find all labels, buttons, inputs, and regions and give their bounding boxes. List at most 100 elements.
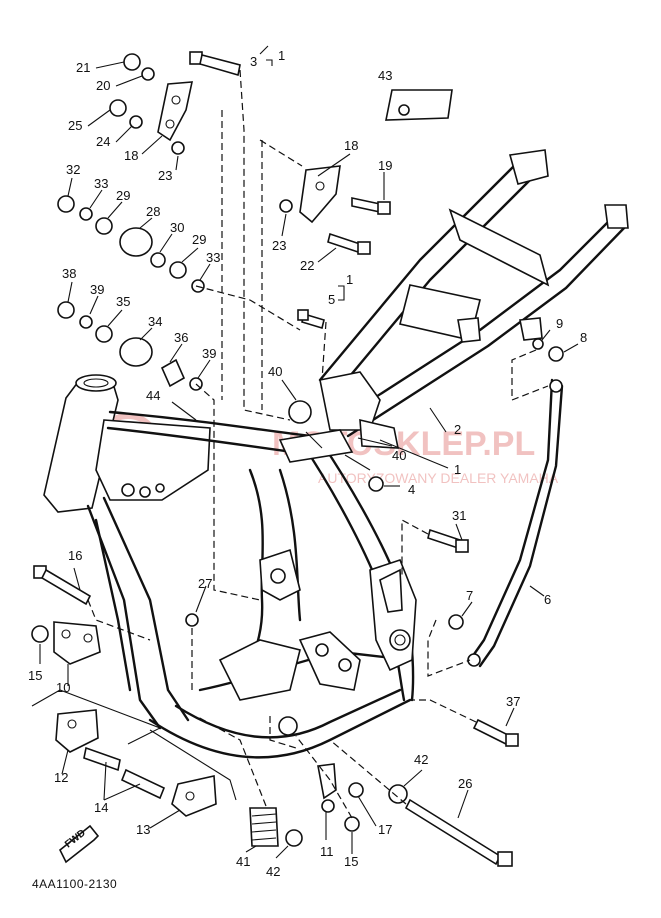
- callout-35: 35: [116, 294, 130, 309]
- bolt-16: [40, 568, 92, 606]
- callout-2: 2: [454, 422, 461, 437]
- lower-center-hardware: [185, 613, 513, 867]
- callout-44: 44: [146, 388, 160, 403]
- callout-18-left: 18: [124, 148, 138, 163]
- washer-33: [79, 207, 93, 221]
- callout-42-right: 42: [414, 752, 428, 767]
- callout-12: 12: [54, 770, 68, 785]
- callout-33: 33: [94, 176, 108, 191]
- nut-38: [57, 301, 75, 319]
- callout-labels: 21 20 3 1 43 25 24 18 23 18 19 32 33 29 …: [28, 48, 587, 879]
- callout-22: 22: [300, 258, 314, 273]
- bracket-18-left: [157, 81, 194, 142]
- callout-26: 26: [458, 776, 472, 791]
- bolt-14a: [83, 746, 121, 772]
- plate-12: [55, 709, 99, 753]
- callout-19: 19: [378, 158, 392, 173]
- bolt-14b: [120, 768, 166, 800]
- subframe-cross-member: [448, 208, 550, 287]
- callout-9: 9: [556, 316, 563, 331]
- callout-11: 11: [320, 844, 334, 859]
- callout-20: 20: [96, 78, 110, 93]
- nut-15b: [344, 816, 360, 832]
- callout-23-left: 23: [158, 168, 172, 183]
- collar-42a: [388, 784, 408, 804]
- callout-29b: 29: [192, 232, 206, 247]
- callout-39b: 39: [202, 346, 216, 361]
- bolt-27: [185, 613, 199, 627]
- pivot-collar: [278, 716, 298, 736]
- callout-17: 17: [378, 822, 392, 837]
- callout-38: 38: [62, 266, 76, 281]
- main-frame: [43, 374, 417, 759]
- drawing-code: 4AA1100-2130: [32, 877, 117, 891]
- washer-20: [141, 67, 155, 81]
- nut-25: [109, 99, 127, 117]
- nut-32: [57, 195, 75, 213]
- callout-15-bottom: 15: [344, 854, 358, 869]
- watermark-sub-text: AUTORYZOWANY DEALER YAMAHA: [318, 470, 559, 486]
- spring-41: [249, 807, 279, 847]
- callout-32: 32: [66, 162, 80, 177]
- callout-29: 29: [116, 188, 130, 203]
- engine-mount-bracket: [298, 631, 361, 691]
- upper-mount-hardware: [57, 51, 241, 391]
- callout-43: 43: [378, 68, 392, 83]
- plate-10: [53, 621, 101, 665]
- lower-left-hardware: FWD: [31, 565, 217, 864]
- bolt-8: [548, 346, 564, 362]
- subframe-rear-bracket: [508, 149, 549, 185]
- steering-head-top: [75, 374, 117, 392]
- fwd-arrow-icon: FWD: [58, 824, 100, 864]
- bracket-18-right: [299, 165, 341, 224]
- callout-28: 28: [146, 204, 160, 219]
- callout-ticks: [39, 45, 579, 859]
- callout-34: 34: [148, 314, 162, 329]
- damper-28: [119, 227, 153, 257]
- bolt-37: [472, 718, 512, 746]
- callout-30: 30: [170, 220, 184, 235]
- rear-subframe: [278, 149, 629, 463]
- washer-39: [79, 315, 93, 329]
- washer-9: [532, 338, 544, 350]
- callout-1-bottom: 1: [454, 462, 461, 477]
- collar-29: [95, 217, 113, 235]
- bolt-22: [327, 232, 361, 254]
- callout-8: 8: [580, 330, 587, 345]
- callout-16: 16: [68, 548, 82, 563]
- side-rail: [467, 378, 564, 668]
- collar-30: [150, 252, 166, 268]
- washer-24: [129, 115, 143, 129]
- washer-23-right: [279, 199, 293, 213]
- callout-6: 6: [544, 592, 551, 607]
- callout-18-right: 18: [344, 138, 358, 153]
- collar-36: [160, 358, 186, 388]
- front-gusset-plate: [95, 419, 211, 501]
- callout-39: 39: [90, 282, 104, 297]
- bracket-11: [317, 763, 337, 800]
- bolt-19: [351, 197, 381, 213]
- callout-40-top: 40: [268, 364, 282, 379]
- bolt-3: [189, 51, 241, 77]
- callout-40-mid: 40: [392, 448, 406, 463]
- callout-21: 21: [76, 60, 90, 75]
- leader-lines: [31, 69, 549, 819]
- callout-24: 24: [96, 134, 110, 149]
- callout-1-mid: 1: [346, 272, 353, 287]
- bolt-26: [404, 798, 502, 866]
- callout-27: 27: [198, 576, 212, 591]
- right-mount-hardware: [279, 165, 564, 747]
- callout-25: 25: [68, 118, 82, 133]
- callout-13: 13: [136, 822, 150, 837]
- callout-37: 37: [506, 694, 520, 709]
- callout-42-bottom: 42: [266, 864, 280, 879]
- callout-7: 7: [466, 588, 473, 603]
- callout-5: 5: [328, 292, 335, 307]
- nut-21: [123, 53, 141, 71]
- callout-23-right: 23: [272, 238, 286, 253]
- pivot-hole: [389, 629, 411, 651]
- damper-34: [119, 337, 153, 367]
- nut-17: [348, 782, 364, 798]
- collar-42b: [285, 829, 303, 847]
